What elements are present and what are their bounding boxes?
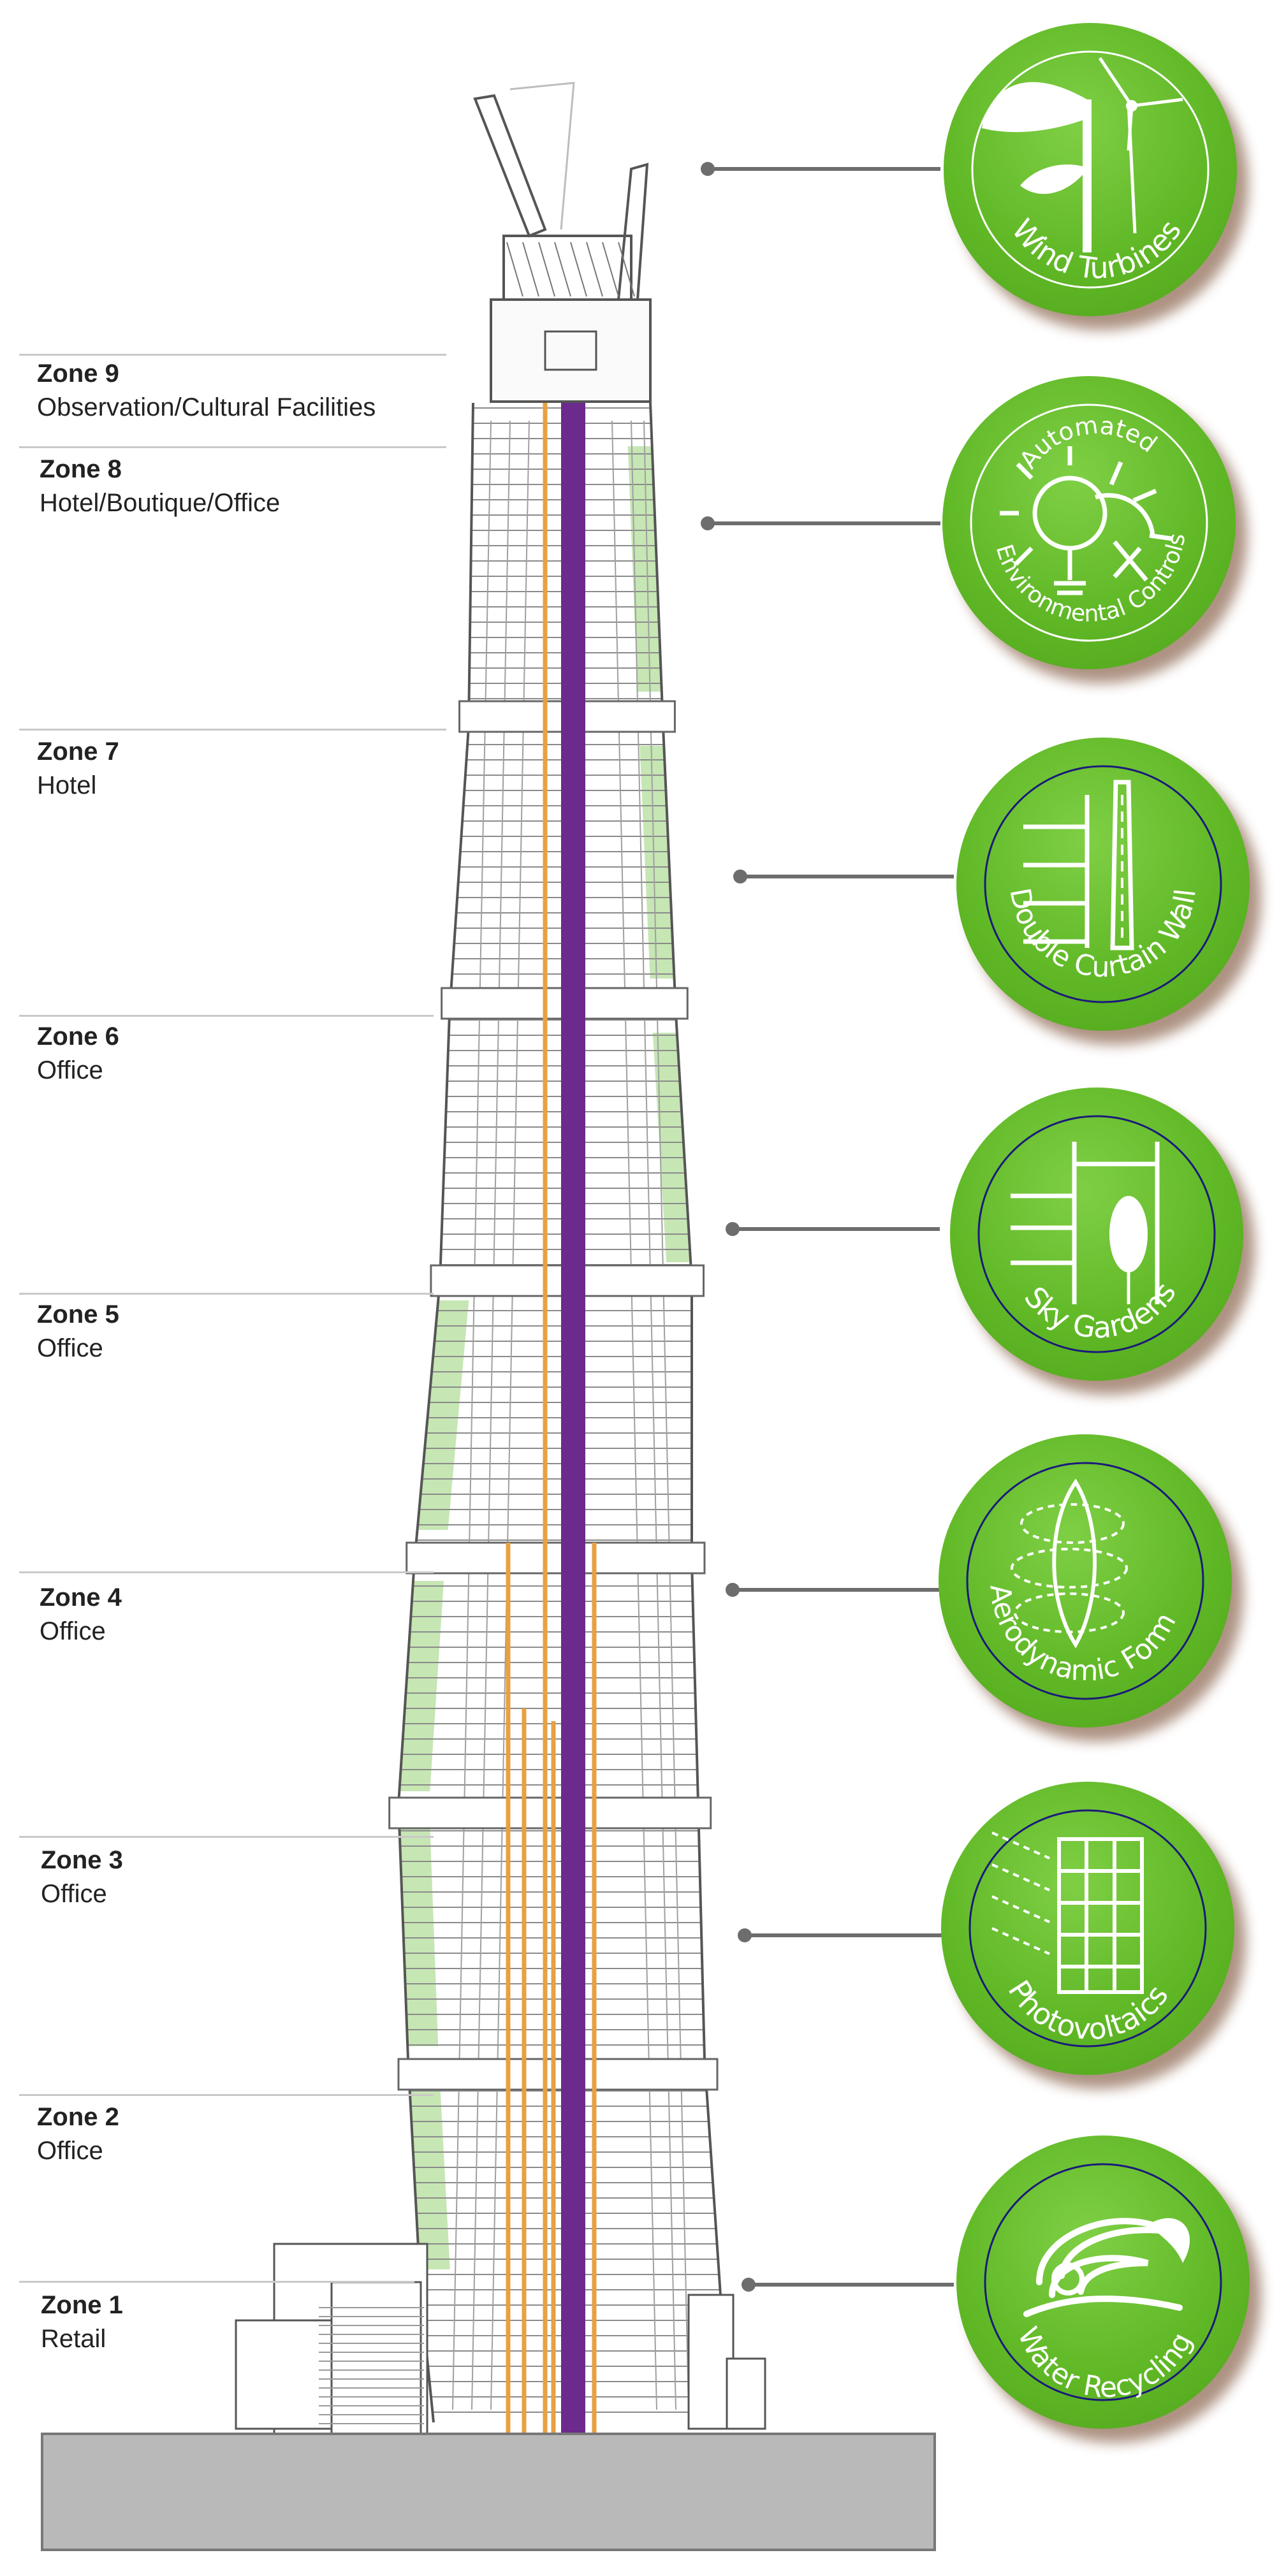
zone-name: Zone 4 <box>40 1583 122 1612</box>
badge-label-top: Automated <box>1014 411 1162 474</box>
badge-label: Double Curtain Wall <box>1003 885 1202 984</box>
connector-line <box>749 2283 954 2287</box>
connector-line <box>708 167 940 171</box>
zone-4-divider <box>19 1571 434 1573</box>
crown-left-arm <box>473 94 547 238</box>
leaf-icon <box>1148 2218 1190 2263</box>
svg-text:Automated: Automated <box>1014 411 1162 474</box>
water-recycling-icon <box>1023 2218 1183 2317</box>
badge-photovoltaics: Photovoltaics <box>941 1782 1246 2089</box>
aerodynamic-form-icon <box>1011 1478 1128 1648</box>
connector-line <box>740 875 954 878</box>
zone-6-label: Zone 6 Office <box>37 1020 445 1088</box>
zone-7-label: Zone 7 Hotel <box>37 735 445 803</box>
zone-use: Office <box>41 1880 107 1908</box>
svg-text:Water Recycling: Water Recycling <box>1011 2322 1199 2405</box>
tree-icon <box>1109 1196 1148 1272</box>
zone-7-divider <box>19 729 446 731</box>
badge-label: Aerodynamic Form <box>983 1583 1182 1687</box>
svg-text:Double Curtain Wall: Double Curtain Wall <box>1003 885 1202 984</box>
badge-label: Wind Turbines <box>1005 213 1188 286</box>
podium-block <box>687 2294 735 2430</box>
zone-use: Observation/Cultural Facilities <box>37 393 376 421</box>
badge-label: Environmental Controls <box>991 532 1191 627</box>
zone-name: Zone 3 <box>41 1846 123 1874</box>
zone-1-label: Zone 1 Retail <box>41 2289 449 2356</box>
zone-name: Zone 8 <box>40 455 122 483</box>
badge-environmental-controls: Automated Environmental Controls <box>942 376 1247 683</box>
svg-text:Wind Turbines: Wind Turbines <box>1005 213 1188 286</box>
zone-name: Zone 5 <box>37 1300 119 1328</box>
zone-name: Zone 2 <box>37 2103 119 2131</box>
connector-line <box>733 1588 940 1592</box>
zone-6-divider <box>19 1015 434 1017</box>
zone-2-divider <box>19 2094 434 2096</box>
crown-right-arm <box>617 163 649 301</box>
zone-name: Zone 9 <box>37 360 119 388</box>
zone-8-label: Zone 8 Hotel/Boutique/Office <box>40 453 448 520</box>
connector-line <box>708 521 940 525</box>
zone-use: Office <box>37 1056 103 1084</box>
central-core <box>561 403 585 2433</box>
badge-label: Water Recycling <box>1011 2322 1199 2405</box>
svg-text:Aerodynamic Form: Aerodynamic Form <box>983 1583 1182 1687</box>
elevator-shafts <box>506 403 597 2433</box>
zone-use: Office <box>37 1334 103 1362</box>
photovoltaics-icon <box>991 1831 1144 1994</box>
badge-water-recycling: Water Recycling <box>956 2136 1261 2443</box>
sky-garden-strip <box>652 1033 691 1262</box>
wind-turbine-icon <box>982 57 1183 252</box>
zone-5-divider <box>19 1293 434 1295</box>
mechanical-floor <box>406 1541 706 1575</box>
zone-name: Zone 1 <box>41 2291 123 2319</box>
zone-4-label: Zone 4 Office <box>40 1581 448 1648</box>
crown-base <box>490 298 652 403</box>
badge-double-curtain-wall: Double Curtain Wall <box>956 738 1261 1045</box>
svg-text:Environmental Controls: Environmental Controls <box>991 532 1191 627</box>
zone-2-label: Zone 2 Office <box>37 2100 445 2168</box>
tower-crown <box>473 82 652 403</box>
mechanical-floor <box>388 1796 712 1830</box>
zone-3-divider <box>19 1836 434 1838</box>
zone-use: Hotel <box>37 771 97 799</box>
crown-lantern <box>502 235 632 301</box>
zone-5-label: Zone 5 Office <box>37 1298 445 1365</box>
foundation-base <box>41 2433 936 2551</box>
zone-1-divider <box>19 2281 414 2283</box>
sky-garden-strip <box>399 1823 439 2046</box>
sky-garden-strip <box>417 1300 469 1530</box>
sky-garden-strip <box>409 2078 450 2269</box>
zone-use: Office <box>37 2137 103 2165</box>
zone-use: Office <box>40 1617 106 1645</box>
connector-line <box>733 1227 940 1231</box>
zone-name: Zone 6 <box>37 1022 119 1051</box>
sky-garden-icon <box>1011 1142 1160 1304</box>
zone-use: Retail <box>41 2325 106 2353</box>
crown-window <box>544 330 597 371</box>
mechanical-floors <box>388 700 719 2091</box>
zone-8-divider <box>19 446 446 448</box>
zone-use: Hotel/Boutique/Office <box>40 489 281 517</box>
podium-block <box>235 2319 333 2430</box>
badge-aerodynamic-form: Aerodynamic Form <box>939 1434 1243 1742</box>
environmental-controls-icon <box>1000 446 1173 595</box>
zone-9-label: Zone 9 Observation/Cultural Facilities <box>37 357 445 425</box>
retail-podium <box>235 2243 766 2436</box>
badge-wind-turbines: Wind Turbines <box>944 23 1248 330</box>
curtain-wall-icon <box>1023 780 1134 950</box>
connector-line <box>745 1933 949 1937</box>
podium-block <box>726 2357 766 2430</box>
zone-9-divider <box>19 354 446 356</box>
zone-3-label: Zone 3 Office <box>41 1844 449 1911</box>
mechanical-floor <box>397 2058 719 2091</box>
crown-cable <box>509 82 575 230</box>
zone-name: Zone 7 <box>37 738 119 766</box>
badge-sky-gardens: Sky Gardens <box>950 1088 1255 1395</box>
